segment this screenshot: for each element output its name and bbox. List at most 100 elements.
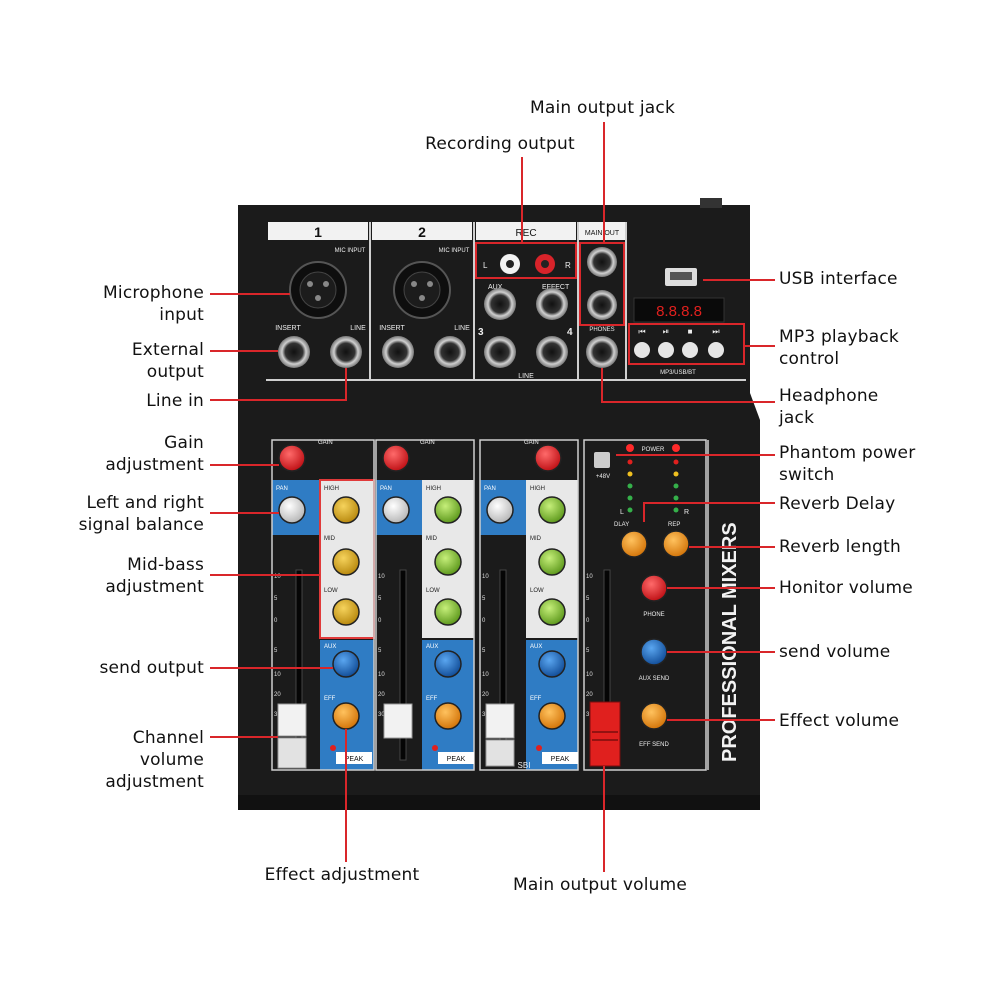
pan-knob-2 [382,496,410,524]
svg-text:MID: MID [426,536,438,542]
callout-main-output-jack: Main output jack [530,98,675,118]
eff-knob-2 [434,702,462,730]
svg-text:10: 10 [482,574,489,580]
eff-knob-3 [538,702,566,730]
low-knob-2 [434,598,462,626]
svg-text:R: R [684,509,689,516]
svg-text:L: L [483,261,488,270]
insert-label-1: INSERT [275,325,301,332]
svg-text:0: 0 [378,618,382,624]
mp3-stop-button [682,342,698,358]
power-led [672,444,680,452]
svg-text:⏭: ⏭ [712,327,719,336]
svg-text:EFF: EFF [426,696,438,702]
aux-knob-3 [538,650,566,678]
svg-text:LINE: LINE [518,373,534,380]
callout-effect-volume: Effect volume [779,711,900,731]
svg-text:5: 5 [586,596,590,602]
phone-volume-knob [640,574,668,602]
insert-jack-2 [382,336,414,368]
svg-text:GAIN: GAIN [420,440,435,446]
mp3-play-button [658,342,674,358]
svg-text:AUX: AUX [488,284,503,291]
eff-knob-1 [332,702,360,730]
svg-text:EFFECT: EFFECT [542,284,570,291]
svg-text:PEAK: PEAK [447,756,466,763]
callout-send-output: send output [99,658,204,678]
svg-text:EFF SEND: EFF SEND [639,742,669,748]
effect-out-jack [536,288,568,320]
line-label-2: LINE [454,325,470,332]
svg-text:R: R [565,261,571,270]
callout-line-in: Line in [146,391,204,411]
svg-text:EFF: EFF [530,696,542,702]
svg-text:5: 5 [378,648,382,654]
svg-text:DLAY: DLAY [614,522,629,528]
mid-knob-1 [332,548,360,576]
insert-jack-1 [278,336,310,368]
top-panel: GAIN GAIN GAIN PAN PAN PAN HIGH HIGH HIG… [238,393,760,810]
svg-text:MID: MID [530,536,542,542]
high-knob-3 [538,496,566,524]
high-knob-1 [332,496,360,524]
callout-reverb-delay: Reverb Delay [779,494,896,514]
reverb-delay-knob [620,530,648,558]
svg-text:LOW: LOW [426,588,440,594]
svg-text:MP3/USB/BT: MP3/USB/BT [660,370,696,376]
callout-effect-adjustment: Effect adjustment [264,865,420,885]
svg-text:10: 10 [586,574,593,580]
svg-text:AUX: AUX [324,644,336,650]
brand-text: PROFESSIONAL MIXERS [719,522,741,762]
low-knob-1 [332,598,360,626]
svg-text:REP: REP [668,522,680,528]
mic-input-label-1: MIC INPUT [335,248,366,254]
ch1-header: 1 [314,224,322,240]
svg-text:10: 10 [274,574,281,580]
pan-knob-3 [486,496,514,524]
svg-text:SBI: SBI [518,761,531,770]
svg-text:10: 10 [586,672,593,678]
mid-knob-3 [538,548,566,576]
aux-send-knob [640,638,668,666]
high-knob-2 [434,496,462,524]
line-jack-1 [330,336,362,368]
gain-knob-3 [534,444,562,472]
svg-text:5: 5 [378,596,382,602]
svg-text:PAN: PAN [380,486,392,492]
main-out-jack-r [587,290,617,320]
rec-header: REC [515,228,536,239]
svg-text:5: 5 [586,648,590,654]
svg-text:PAN: PAN [484,486,496,492]
main-out-header: MAIN OUT [585,230,620,237]
svg-text:HIGH: HIGH [426,486,441,492]
svg-text:MID: MID [324,536,336,542]
phones-jack [586,336,618,368]
callout-send-volume: send volume [779,642,891,662]
svg-text:20: 20 [274,692,281,698]
svg-text:HIGH: HIGH [530,486,545,492]
svg-text:PHONES: PHONES [589,327,614,333]
phantom-power-button [594,452,610,468]
svg-text:⏯: ⏯ [663,327,669,336]
svg-text:10: 10 [378,574,385,580]
svg-text:4: 4 [567,327,573,338]
mp3-display: 8.8.8.8 [656,303,702,320]
svg-text:AUX: AUX [426,644,438,650]
svg-text:3: 3 [478,327,484,338]
svg-text:5: 5 [482,596,486,602]
svg-text:20: 20 [586,692,593,698]
svg-text:PHONE: PHONE [643,612,664,618]
svg-text:GAIN: GAIN [318,440,333,446]
gain-knob-2 [382,444,410,472]
gain-knob-1 [278,444,306,472]
svg-text:20: 20 [482,692,489,698]
svg-text:5: 5 [274,596,278,602]
